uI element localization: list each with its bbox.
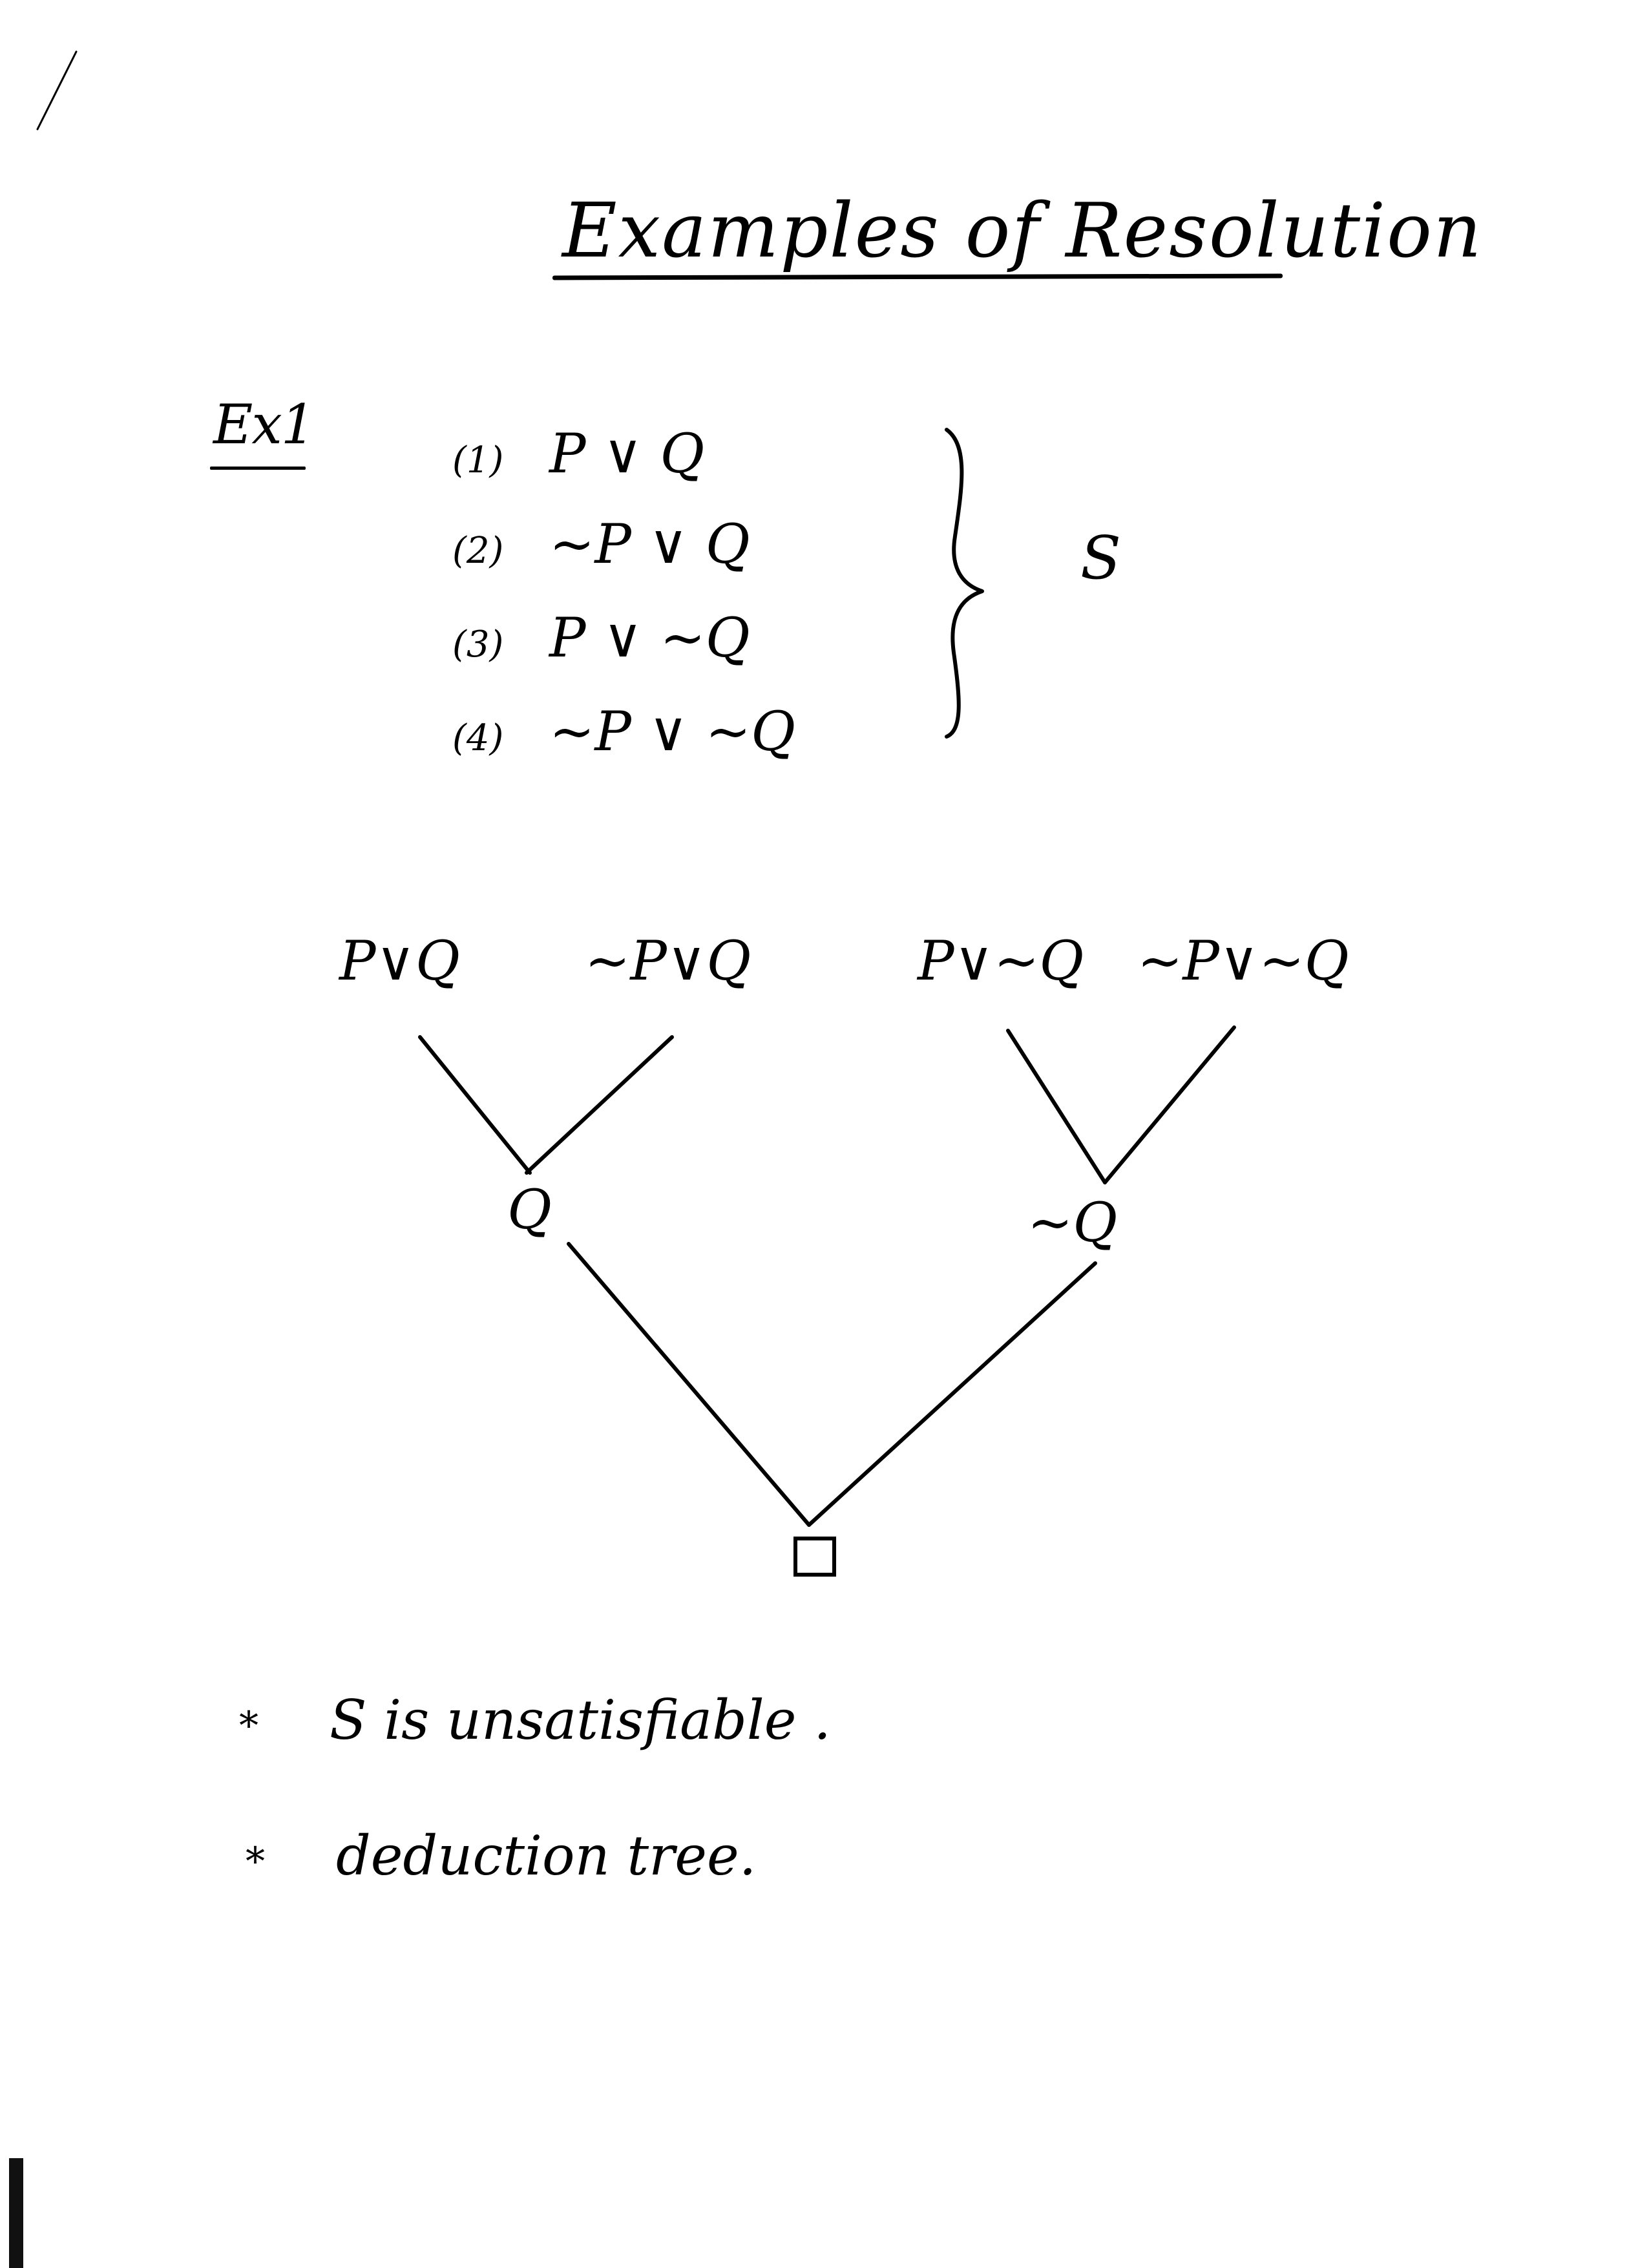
- note-text: S is unsatisfiable .: [330, 1688, 831, 1752]
- clause-item: (2)~P ∨ Q: [452, 517, 750, 571]
- tree-edge: [807, 1261, 1097, 1527]
- clause-item: (3)P ∨ ~Q: [452, 611, 750, 665]
- clause-text: ~P ∨ Q: [549, 512, 750, 576]
- clause-number: (2): [452, 530, 504, 572]
- tree-resolvent-node: Q: [507, 1178, 552, 1241]
- tree-edge: [567, 1242, 811, 1527]
- clause-text: P ∨ ~Q: [549, 606, 750, 669]
- example-label: Ex1: [213, 393, 315, 456]
- tree-leaf-node: P∨Q: [339, 929, 460, 992]
- clause-text: P ∨ Q: [549, 422, 705, 485]
- note-text: deduction tree.: [336, 1824, 757, 1887]
- clause-item: (1)P ∨ Q: [452, 426, 704, 481]
- tree-edge: [525, 1035, 674, 1175]
- tree-edge: [1103, 1025, 1236, 1184]
- asterisk-icon: *: [239, 1703, 258, 1748]
- page-title: Examples of Resolution: [562, 187, 1483, 275]
- stray-mark: [36, 50, 78, 131]
- empty-clause-box: [793, 1537, 836, 1577]
- tree-edge: [1006, 1029, 1107, 1184]
- tree-leaf-node: P∨~Q: [918, 929, 1084, 992]
- clause-number: (1): [452, 439, 504, 481]
- brace-mark: [945, 428, 984, 739]
- clause-item: (4)~P ∨ ~Q: [452, 704, 795, 759]
- tree-edge: [418, 1035, 532, 1175]
- set-label: S: [1080, 523, 1122, 593]
- tree-leaf-node: ~P∨~Q: [1137, 929, 1349, 992]
- note-item: *S is unsatisfiable .: [239, 1693, 831, 1747]
- title-underline: [552, 273, 1283, 280]
- tree-resolvent-node: ~Q: [1027, 1191, 1118, 1254]
- clause-number: (4): [452, 717, 504, 759]
- tree-leaf-node: ~P∨Q: [585, 929, 751, 992]
- example-label-underline: [210, 467, 306, 470]
- asterisk-icon: *: [246, 1839, 265, 1884]
- clause-text: ~P ∨ ~Q: [549, 700, 796, 763]
- clause-number: (3): [452, 624, 504, 666]
- note-item: *deduction tree.: [246, 1829, 756, 1883]
- scan-edge-shadow: [9, 2158, 23, 2268]
